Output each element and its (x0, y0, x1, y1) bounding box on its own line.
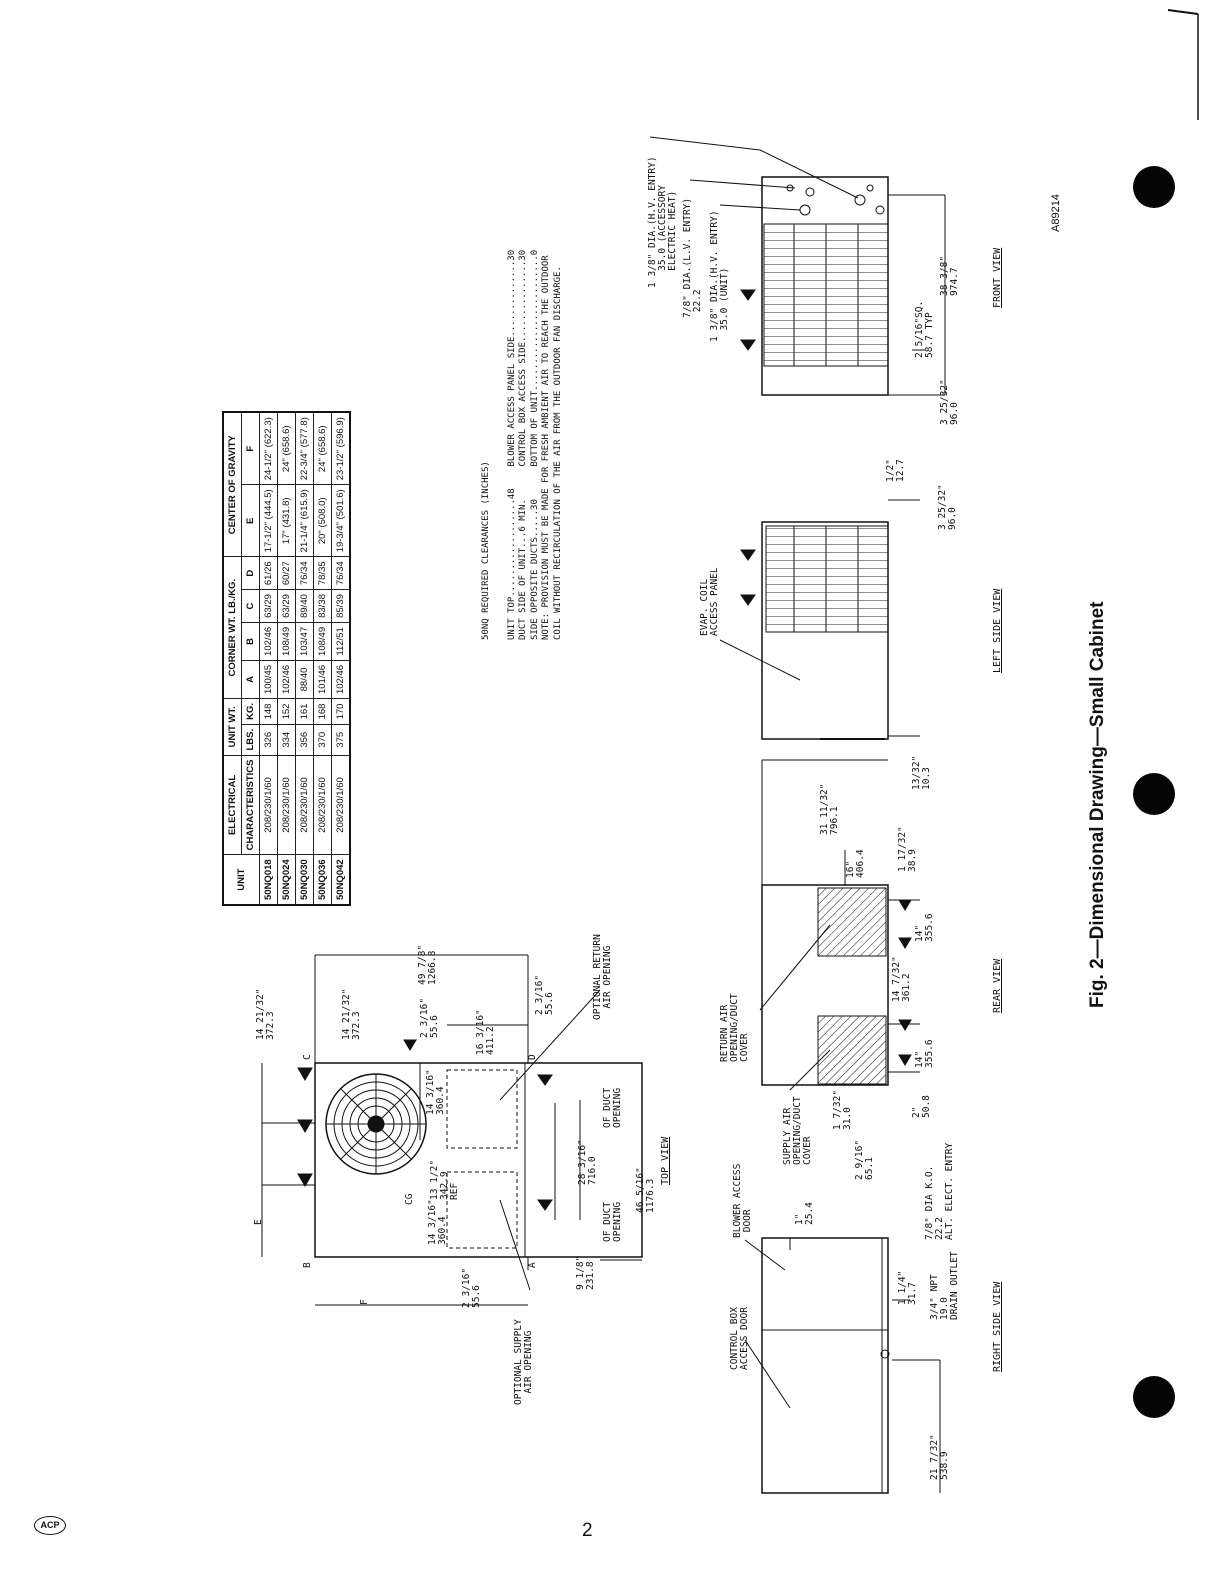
front-view-title: FRONT VIEW (992, 247, 1003, 308)
group-unit-wt: UNIT WT. (223, 698, 242, 756)
dim-top-d2: 14 21/32"372.3 (341, 988, 362, 1040)
dim-left-d2: 3 25/32"96.0 (937, 484, 958, 530)
right-side-view-title: RIGHT SIDE VIEW (992, 1281, 1003, 1372)
front-view-drawing (649, 136, 946, 396)
col-b: B (241, 622, 260, 661)
corner-b: B (302, 1262, 313, 1268)
dim-top-d4: 2 3/16"55.6 (419, 997, 440, 1038)
col-c: C (241, 589, 260, 623)
dim-rear-d2: 16"406.4 (845, 849, 866, 878)
dim-rear-d6: 14"355.6 (914, 1039, 935, 1068)
dim-rear-d8: 1 7/32"31.0 (832, 1089, 853, 1130)
hv-entry-accessory-label: 1 3/8" DIA.(H.V. ENTRY) 35.0 (ACCESSORY … (647, 156, 678, 288)
dim-top-d12: 2 3/16"55.6 (461, 1267, 482, 1308)
lv-entry-label: 7/8" DIA.(L.V. ENTRY) 22.2 (682, 197, 703, 318)
optional-return-label: OPTIONAL RETURN AIR OPENING (592, 934, 613, 1020)
dim-front-d3: 3 25/32"96.0 (939, 379, 960, 425)
col-d: D (241, 556, 260, 590)
dim-right-d2: 1 1/4"31.7 (897, 1270, 918, 1305)
col-characteristics: CHARACTERISTICS (241, 755, 260, 855)
dim-rear-d4: 14"355.6 (914, 913, 935, 942)
hv-entry-unit-label: 1 3/8" DIA.(H.V. ENTRY) 35.0 (UNIT) (709, 210, 730, 342)
left-side-view-title: LEFT SIDE VIEW (992, 588, 1003, 673)
col-e: E (241, 484, 260, 557)
optional-supply-label: OPTIONAL SUPPLY AIR OPENING (513, 1319, 534, 1405)
dim-rear-d3: 1 17/32"38.9 (897, 826, 918, 872)
figure-caption: Fig. 2—Dimensional Drawing—Small Cabinet (1087, 601, 1108, 1008)
binder-hole-middle (1133, 773, 1175, 815)
col-kg: KG. (241, 698, 260, 725)
dim-top-d1: 14 21/32"372.3 (255, 988, 276, 1040)
dim-rear-d7: 2"50.8 (911, 1095, 932, 1118)
dim-top-d11: 46 5/16"1176.3 (635, 1167, 656, 1213)
dim-front-d2: 38 3/8"974.7 (939, 255, 960, 296)
dim-top-d5: 16 3/16"411.2 (475, 1009, 496, 1055)
binder-hole-top (1133, 166, 1175, 208)
clearances-heading: 50NQ REQUIRED CLEARANCES (INCHES) (481, 461, 491, 640)
right-side-view-drawing (744, 1237, 941, 1494)
group-electrical: ELECTRICAL (223, 755, 242, 855)
dim-right-d3: 21 7/32"538.9 (929, 1434, 950, 1480)
col-lbs: LBS. (241, 724, 260, 756)
dim-right-d1: 1"25.4 (794, 1202, 815, 1225)
col-unit: UNIT (223, 854, 260, 905)
binder-hole-bottom (1133, 1376, 1175, 1418)
dim-e: E (253, 1219, 264, 1225)
cg-marker: CG (404, 1193, 415, 1205)
col-f: F (241, 412, 260, 485)
unit-specification-table: UNIT ELECTRICAL UNIT WT. CORNER WT. LB./… (222, 411, 351, 906)
dim-rear-d9: 2 9/16"65.1 (854, 1139, 875, 1180)
dim-rear-d5: 14 7/32"361.2 (891, 956, 912, 1002)
dim-top-d6: 2 3/16"55.6 (534, 974, 555, 1015)
group-corner-wt: CORNER WT. LB./KG. (223, 556, 242, 699)
rear-view-title: REAR VIEW (992, 958, 1003, 1013)
page-number: 2 (582, 1520, 593, 1541)
dim-f: F (359, 1299, 370, 1305)
corner-a: A (527, 1262, 538, 1268)
page-edge-marks (1167, 9, 1199, 120)
document-id: A89214 (1050, 194, 1062, 232)
acp-logo: ACP (34, 1516, 66, 1535)
left-side-view-drawing (719, 499, 920, 740)
dim-top-d3: 49 7/8"1266.8 (417, 944, 438, 985)
dim-rear-d1: 31 11/32"796.1 (819, 783, 840, 835)
corner-d: D (527, 1054, 538, 1060)
dim-rear-d10: 13/32"10.3 (911, 755, 932, 790)
col-a: A (241, 660, 260, 699)
rear-view-drawing (759, 759, 920, 1091)
dim-top-d7: 14 3/16"360.4 (425, 1069, 446, 1115)
group-cog: CENTER OF GRAVITY (223, 412, 242, 557)
corner-c: C (302, 1054, 313, 1060)
required-clearances-note: 50NQ REQUIRED CLEARANCES (INCHES)UNIT TO… (481, 249, 563, 640)
blower-access-door-label: BLOWER ACCESS DOOR (732, 1163, 753, 1238)
dim-left-d1: 1/2"12.7 (885, 459, 906, 482)
top-view-title: TOP VIEW (660, 1136, 671, 1185)
dim-top-d9: 14 3/16"360.4 (427, 1199, 448, 1245)
dim-front-d1: 2 5/16"SQ.58.7 TYP (914, 300, 935, 358)
dim-top-d13: 9 1/8"231.8 (575, 1255, 596, 1290)
dim-top-d10: 28 3/16"716.0 (577, 1139, 598, 1185)
top-view-drawing (261, 954, 643, 1306)
